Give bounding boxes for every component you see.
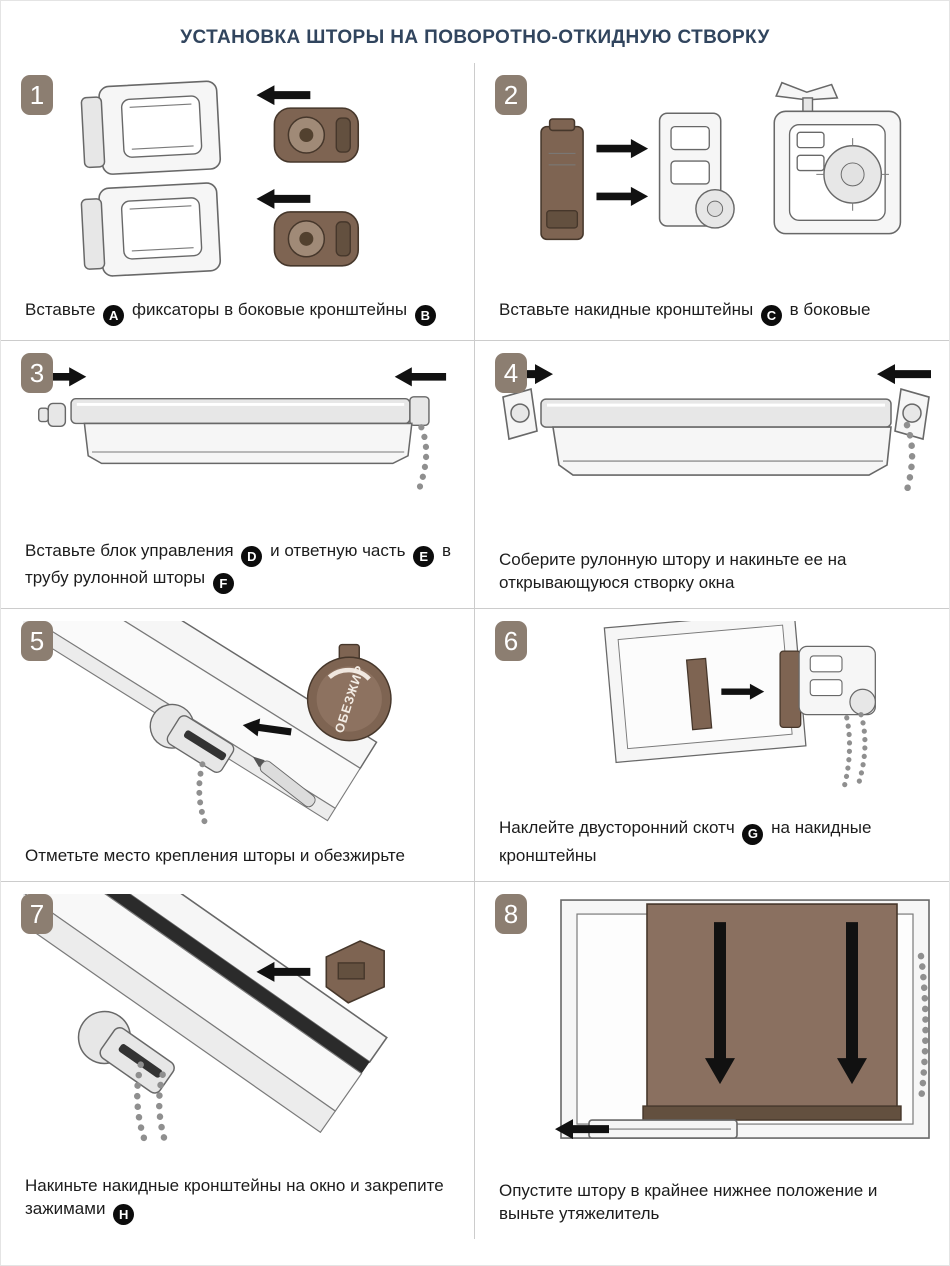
step-caption: Вставьте A фиксаторы в боковые кронштейн… [25,299,456,326]
step-7-panel: 7 [1,882,475,1239]
roller-tube [540,398,892,428]
step-3-illustration [34,367,447,492]
step-2-illustration [540,81,902,241]
degreaser-bottle: ОБЕЗЖИР [306,643,392,742]
bead-chain [855,712,868,789]
weight-bar [588,1119,738,1139]
marker-pen [252,756,316,808]
arrow-left-icon [877,364,931,385]
bead-chain [901,421,916,501]
step-caption: Отметьте место крепления шторы и обезжир… [25,845,405,865]
step-number-badge: 4 [495,353,527,393]
arrow-left-icon [256,188,311,209]
arrow-right-icon [596,139,649,159]
side-bracket [658,112,735,229]
blind-bracket [77,1010,175,1094]
step-number-badge: 8 [495,894,527,934]
step-number-badge: 1 [21,75,53,115]
step-8-illustration [555,899,930,1140]
step-5-illustration: ОБЕЗЖИР [23,621,392,829]
letter-badge-A: A [103,305,125,326]
page-title: УСТАНОВКА ШТОРЫ НА ПОВОРОТНО-ОТКИДНУЮ СТ… [180,27,770,48]
hook-on-bracket [540,118,584,241]
window-frame [23,894,388,1134]
step-number-badge: 6 [495,621,527,661]
step-3-panel: 3 Вставьте блок управления D и ответную … [1,341,475,609]
bead-chain [196,761,209,829]
tape-strip [685,657,713,731]
bead-chain [416,424,430,492]
step-number-badge: 2 [495,75,527,115]
fabric-valance [83,422,413,465]
step-number-badge: 7 [21,894,53,934]
side-bracket [80,80,222,175]
step-caption: Соберите рулонную штору и накиньте ее на… [499,550,847,592]
letter-badge-D: D [241,545,263,567]
hook-on-bracket [779,645,876,728]
blind-bracket [149,703,235,773]
step-8-panel: 8 Опустите штору в крайнее нижнее положе… [475,882,949,1239]
arrow-right-icon [596,186,649,206]
control-unit [409,396,430,427]
control-pin [38,402,67,428]
step-number-badge: 3 [21,353,53,393]
step-1-illustration [80,80,360,277]
step-number-badge: 5 [21,621,53,661]
step-4-panel: 4 Соберите рулонную штору и накиньте [475,341,949,609]
bead-chain [156,1071,170,1150]
letter-badge-F: F [212,573,234,594]
letter-badge-H: H [113,1204,135,1225]
bracket-assembly [773,81,902,235]
step-5-panel: 5 [1,609,475,882]
step-caption: Накиньте накидные кронштейны на окно и з… [25,1175,456,1225]
side-bracket [894,388,930,441]
step-6-panel: 6 Наклейте двусторонний скотч G [475,609,949,882]
step-6-illustration [603,621,876,792]
step-caption: Вставьте накидные кронштейны C в боковые [499,299,931,326]
letter-badge-C: C [760,305,782,326]
arrow-left-icon [256,85,311,106]
step-2-panel: 2 [475,63,949,341]
roller-shade [646,903,898,1117]
side-bracket [80,182,222,277]
roller-tube [70,397,411,425]
step-caption: Наклейте двусторонний скотч G на накидны… [499,818,872,865]
step-caption: Вставьте блок управления D и ответную ча… [25,540,456,594]
shade-bottom-rail [642,1105,902,1121]
side-bracket [502,388,538,441]
steps-grid: 1 [1,63,949,1239]
bead-chain [917,952,929,1104]
clamp [325,940,385,1004]
letter-badge-B: B [414,305,436,326]
fabric-valance [552,426,892,476]
bead-chain [840,715,853,792]
fixator [273,211,360,267]
step-1-panel: 1 [1,63,475,341]
arrow-left-icon [394,367,447,387]
step-7-illustration [23,894,388,1150]
step-caption: Опустите штору в крайнее нижнее положени… [499,1181,878,1223]
fixator [273,107,360,163]
step-4-illustration [499,364,931,501]
letter-badge-E: E [413,545,435,567]
letter-badge-G: G [742,823,764,845]
